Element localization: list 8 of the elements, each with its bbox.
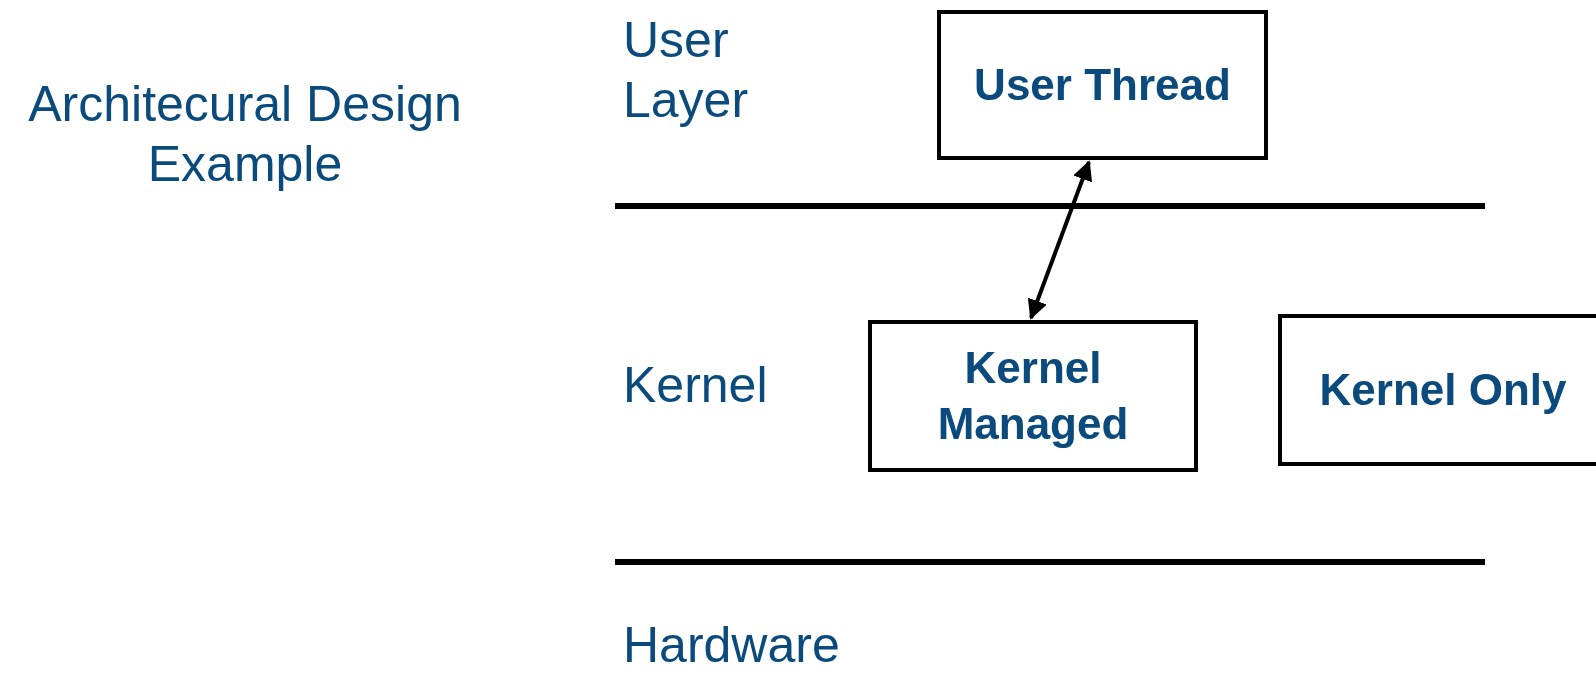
layer-label: Kernel <box>623 356 769 415</box>
process-box: Kernel Only <box>1278 314 1596 466</box>
layer-label: User Layer <box>623 11 750 130</box>
arrow <box>1027 160 1093 320</box>
layer-label: Hardware <box>623 616 841 675</box>
process-box: Kernel Managed <box>868 320 1198 472</box>
title: Architecural Design Example <box>27 75 463 194</box>
process-box: User Thread <box>937 10 1268 160</box>
